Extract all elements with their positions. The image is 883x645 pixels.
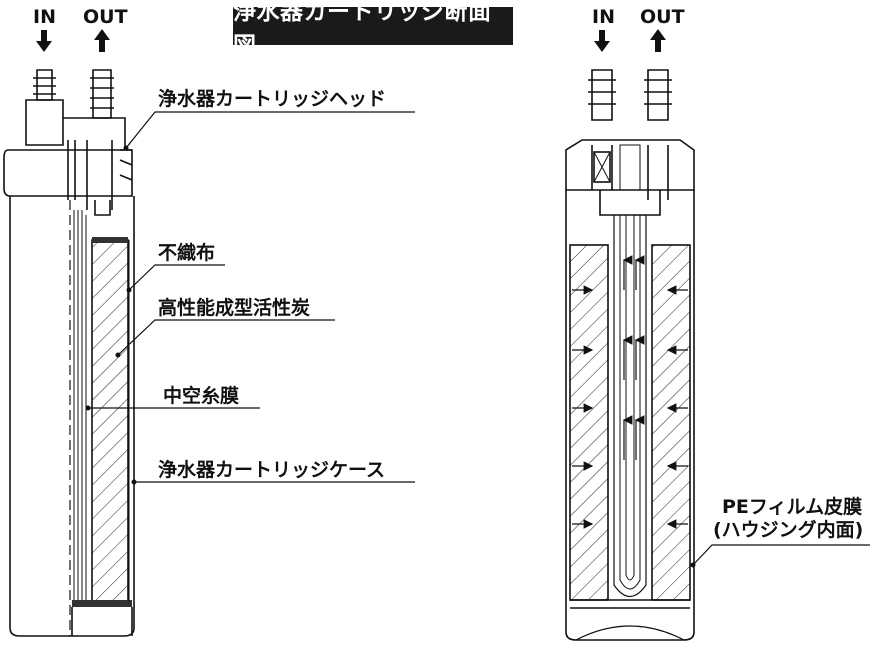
left-out-arrow-icon [94, 29, 110, 52]
callout-cartridge-case: 浄水器カートリッジケース [158, 459, 386, 481]
callout-pe-film: PEフィルム皮膜 [722, 496, 863, 518]
right-in-arrow-icon [594, 30, 610, 52]
left-out-label: OUT [83, 6, 128, 28]
callout-nonwoven: 不織布 [158, 242, 216, 264]
right-cartridge [565, 29, 870, 641]
right-in-label: IN [592, 6, 615, 28]
callout-hollow-fiber-membrane: 中空糸膜 [163, 385, 240, 407]
callout-housing-inner: (ハウジング内面) [713, 519, 864, 541]
left-in-label: IN [33, 6, 56, 28]
callout-cartridge-head: 浄水器カートリッジヘッド [158, 88, 387, 110]
right-out-label: OUT [640, 6, 685, 28]
left-in-arrow-icon [36, 30, 52, 52]
diagram-title: 浄水器カートリッジ断面図 [233, 0, 513, 59]
left-cartridge [3, 29, 415, 637]
callout-activated-carbon: 高性能成型活性炭 [158, 297, 311, 319]
right-out-arrow-icon [650, 29, 666, 52]
